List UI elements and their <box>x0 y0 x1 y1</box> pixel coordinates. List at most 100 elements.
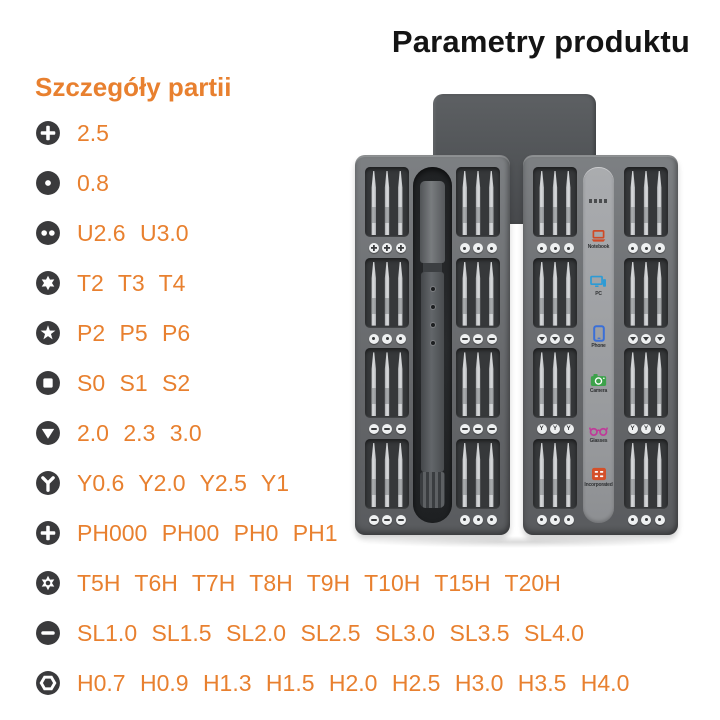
bit-engraving <box>475 207 481 223</box>
screwdriver-bit <box>552 171 558 235</box>
spec-values: Y0.6 Y2.0 Y2.5 Y1 <box>77 469 289 496</box>
bit-slot <box>456 438 500 509</box>
bit-tip-marker-icon <box>563 424 574 435</box>
spec-values: T5H T6H T7H T8H T9H T10H T15H T20H <box>77 569 561 596</box>
bit-group <box>456 257 500 346</box>
bit-group <box>456 438 500 527</box>
bit-engraving <box>462 478 467 495</box>
screwdriver-bit <box>475 171 481 235</box>
bit-tip-marker-icon <box>550 514 560 525</box>
screwdriver-bit <box>566 442 571 507</box>
bit-marker-row <box>365 422 409 436</box>
bit-marker-row <box>624 513 668 527</box>
bit-engraving <box>566 388 571 405</box>
screwdriver-bit <box>643 261 649 326</box>
bit-tip-marker-icon <box>395 514 406 525</box>
spec-row-u-type: U2.6 U3.0 <box>35 208 715 258</box>
bit-engraving <box>462 297 467 314</box>
device-icon-strip: Notebook PC Phone Camera <box>583 167 614 523</box>
bit-marker-row <box>533 332 577 346</box>
bit-engraving <box>371 207 376 223</box>
screwdriver-bit <box>539 352 544 417</box>
bit-group <box>365 348 409 436</box>
bit-engraving <box>398 388 403 405</box>
spec-row-triangle: 2.0 2.3 3.0 <box>35 408 715 458</box>
bit-slot <box>624 348 668 419</box>
strip-item-notebook: Notebook <box>583 229 614 250</box>
bit-engraving <box>539 478 544 495</box>
bit-tip-marker-icon <box>641 514 651 525</box>
product-photo: Notebook PC Phone Camera <box>340 88 715 558</box>
bit-engraving <box>552 207 558 223</box>
round-dot-icon <box>35 170 61 196</box>
screwdriver-grip <box>420 472 445 508</box>
spec-row-ph: PH000 PH00 PH0 PH1 <box>35 508 715 558</box>
bit-tip-marker-icon <box>550 333 560 344</box>
strip-label: Incorporated <box>584 482 613 488</box>
screwdriver-bit <box>489 442 494 507</box>
bit-engraving <box>630 207 635 223</box>
bit-engraving <box>539 207 544 223</box>
bit-column <box>456 167 500 527</box>
bit-tip-marker-icon <box>473 333 483 344</box>
bit-engraving <box>398 207 403 223</box>
bit-engraving <box>462 207 467 223</box>
camera-icon <box>590 373 607 387</box>
spec-row-square: S0 S1 S2 <box>35 358 715 408</box>
square-icon <box>35 370 61 396</box>
bit-engraving <box>657 388 662 405</box>
hex-icon <box>35 670 61 696</box>
bit-tip-marker-icon <box>486 514 497 525</box>
screwdriver-bit <box>384 171 390 235</box>
screwdriver-hole <box>431 341 435 345</box>
bit-tip-marker-icon <box>368 333 379 344</box>
spec-values: SL1.0 SL1.5 SL2.0 SL2.5 SL3.0 SL3.5 SL4.… <box>77 619 585 646</box>
notebook-icon <box>590 229 607 243</box>
tri-wing-icon <box>35 470 61 496</box>
bit-tip-marker-icon <box>641 424 651 435</box>
bit-marker-row <box>624 332 668 346</box>
bit-engraving <box>630 388 635 405</box>
spec-row-torx: T2 T3 T4 <box>35 258 715 308</box>
spec-row-security-torx: T5H T6H T7H T8H T9H T10H T15H T20H <box>35 558 715 608</box>
spec-values: T2 T3 T4 <box>77 269 186 296</box>
bit-marker-row <box>624 422 668 436</box>
screwdriver-bit <box>539 171 544 235</box>
bit-column <box>533 167 577 527</box>
bit-engraving <box>489 207 494 223</box>
bit-tip-marker-icon <box>473 243 483 253</box>
screwdriver-bit <box>398 352 403 417</box>
screwdriver-bit <box>643 442 649 507</box>
bit-engraving <box>657 207 662 223</box>
screwdriver-hole <box>431 323 435 327</box>
bit-tip-marker-icon <box>459 514 470 525</box>
spec-row-tri-wing: Y0.6 Y2.0 Y2.5 Y1 <box>35 458 715 508</box>
screwdriver-hole <box>431 305 435 309</box>
bit-engraving <box>552 478 558 495</box>
screwdriver-bit <box>371 261 376 326</box>
bit-marker-row <box>365 241 409 255</box>
spec-values: PH000 PH00 PH0 PH1 <box>77 519 338 546</box>
bit-tray-left <box>355 155 510 535</box>
spec-row-slotted: SL1.0 SL1.5 SL2.0 SL2.5 SL3.0 SL3.5 SL4.… <box>35 608 715 658</box>
bit-tip-marker-icon <box>641 243 651 253</box>
screwdriver-bit <box>552 442 558 507</box>
bit-group <box>365 167 409 255</box>
bit-engraving <box>643 478 649 495</box>
screwdriver-bit <box>489 171 494 235</box>
screwdriver-bit <box>371 352 376 417</box>
bit-engraving <box>566 207 571 223</box>
bit-engraving <box>489 297 494 314</box>
product-shadow <box>358 536 680 548</box>
screwdriver-bit <box>552 261 558 326</box>
screwdriver-body <box>421 272 444 472</box>
spec-values: U2.6 U3.0 <box>77 219 189 246</box>
bit-tip-marker-icon <box>654 514 665 525</box>
slotted-icon <box>35 620 61 646</box>
bit-tip-marker-icon <box>654 333 665 344</box>
bit-group <box>365 438 409 527</box>
bit-slot <box>365 167 409 237</box>
spec-list: 2.5 0.8 U2.6 U3.0 T2 T3 T4 P2 P5 P6 S0 S… <box>35 108 715 708</box>
bit-tip-marker-icon <box>395 424 406 435</box>
strip-label: Phone <box>591 343 606 349</box>
